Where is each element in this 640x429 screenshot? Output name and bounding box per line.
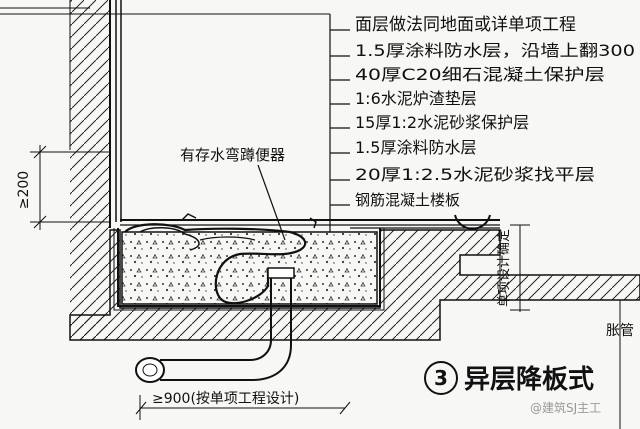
depth-dimension-label: 单项设计确定 xyxy=(497,229,512,307)
top-marks xyxy=(0,7,491,230)
length-dimension xyxy=(135,395,351,420)
right-lower-area xyxy=(499,230,621,429)
right-edge-label: 胀管 xyxy=(606,323,634,339)
layer-label-2: 1.5厚涂料防水层，沿墙上翻300 xyxy=(355,41,635,60)
figure-number-badge: 3 xyxy=(424,361,458,395)
layer-label-4: 1:6水泥炉渣垫层 xyxy=(355,89,477,108)
fixture-label: 有存水弯蹲便器 xyxy=(180,146,285,164)
layer-label-5: 15厚1:2水泥砂浆保护层 xyxy=(355,113,529,132)
layer-label-7: 20厚1:2.5水泥砂浆找平层 xyxy=(355,165,595,184)
figure-number: 3 xyxy=(434,366,448,390)
layer-label-8: 钢筋混凝土楼板 xyxy=(355,191,460,209)
depth-dimension xyxy=(510,224,530,312)
layer-label-1: 面层做法同地面或详单项工程 xyxy=(355,15,576,35)
squat-toilet xyxy=(124,213,317,305)
layer-label-3: 40厚C20细石混凝土保护层 xyxy=(355,65,605,84)
drain-pipe xyxy=(135,267,295,383)
height-dimension xyxy=(30,145,110,230)
filler-layer xyxy=(113,228,385,311)
figure-title: 异层降板式 xyxy=(464,365,594,395)
left-wall xyxy=(69,0,122,340)
height-dimension-label: ≥200 xyxy=(16,171,32,209)
length-dimension-label: ≥900(按单项工程设计) xyxy=(152,391,299,407)
layer-label-6: 1.5厚涂料防水层 xyxy=(355,138,476,157)
watermark: @建筑SJ主工 xyxy=(530,400,601,415)
leader-lines xyxy=(257,14,350,241)
